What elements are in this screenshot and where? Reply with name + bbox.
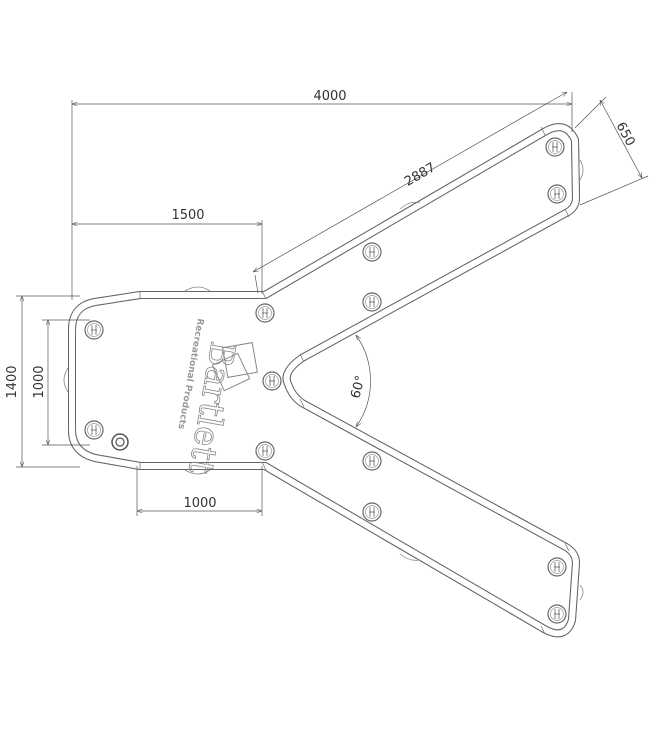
bolt-icon — [255, 303, 275, 323]
bolt-icon — [362, 242, 382, 262]
dimension-lines — [16, 92, 649, 516]
bolt-holes — [84, 137, 567, 624]
outline — [63, 127, 584, 634]
dim-arm-angle: 60° — [348, 374, 368, 400]
bolt-icon — [547, 184, 567, 204]
dim-body-length: 1500 — [171, 208, 204, 223]
dim-arm-width: 650 — [613, 120, 638, 149]
bolt-icon — [84, 420, 104, 440]
bolt-icon — [84, 320, 104, 340]
dim-bolt-spacing-horizontal: 1000 — [183, 496, 216, 511]
dim-body-height: 1400 — [5, 365, 20, 398]
bolt-icon — [362, 502, 382, 522]
dim-bolt-spacing-vertical: 1000 — [32, 365, 47, 398]
bolt-icon — [545, 137, 565, 157]
bolt-icon — [362, 451, 382, 471]
bolt-icon — [362, 292, 382, 312]
dim-overall-length: 4000 — [313, 89, 346, 104]
bartlett-logo: Bartlett Recreational Products — [176, 317, 258, 478]
dim-arm-length: 2887 — [402, 160, 438, 190]
bolt-icon — [255, 441, 275, 461]
bolt-icon — [547, 557, 567, 577]
drain-icon — [111, 433, 129, 451]
bolt-icon — [262, 371, 282, 391]
bolt-icon — [547, 604, 567, 624]
